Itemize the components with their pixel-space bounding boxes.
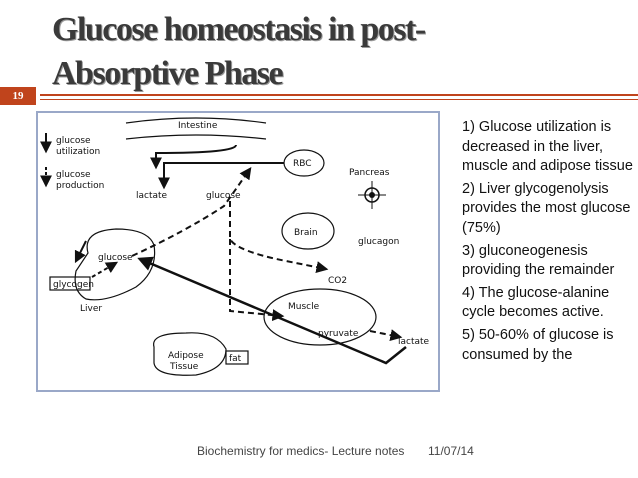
title-divider-thin [40, 99, 638, 100]
legend-production-line2: production [56, 181, 104, 191]
bullet-list: 1) Glucose utilization is decreased in t… [462, 118, 638, 368]
glucose-homeostasis-diagram: glucose utilization glucose production I… [40, 117, 430, 376]
bullet-item: 4) The glucose-alanine cycle becomes act… [462, 284, 610, 321]
glucagon-label: glucagon [358, 237, 399, 247]
title-line-1: Glucose homeostasis in post- [52, 11, 426, 48]
muscle-organ [263, 288, 377, 346]
glycogen-label: glycogen [53, 280, 94, 290]
pancreas-icon [358, 181, 386, 209]
slide-number-badge: 19 [0, 87, 36, 105]
intestine-shape: Intestine [125, 117, 267, 140]
glucose-liver-label: glucose [98, 253, 133, 263]
glycogen-to-glucose-arrow [91, 261, 119, 278]
brain-organ [281, 212, 335, 250]
brain-label: Brain [294, 228, 318, 238]
bullet-item: 3) gluconeogenesis providing the remaind… [462, 242, 615, 279]
legend-production-line1: glucose [56, 170, 91, 180]
liver-organ [74, 228, 156, 301]
footer-course: Biochemistry for medics- Lecture notes [197, 444, 405, 458]
legend-production: glucose production [40, 167, 104, 191]
left-margin-bar [0, 0, 38, 478]
glucose-center-label: glucose [206, 191, 241, 201]
liver-label: Liver [80, 304, 102, 314]
title-line-2: Absorptive Phase [52, 55, 284, 92]
lactate-right-label: lactate [398, 337, 430, 347]
legend-utilization: glucose utilization [40, 133, 100, 157]
pyruvate-to-lactate-arrow [369, 329, 403, 342]
legend-utilization-line1: glucose [56, 136, 91, 146]
slide-title: Glucose homeostasis in post- Absorptive … [52, 8, 612, 96]
diagram-frame [36, 111, 440, 392]
pyruvate-label: pyruvate [318, 329, 359, 339]
glycogen-box [49, 276, 91, 291]
utilization-liver-arrow [74, 240, 87, 264]
adipose-tissue [153, 332, 227, 376]
co2-label: CO2 [328, 276, 347, 286]
muscle-label: Muscle [288, 302, 320, 312]
intestine-to-lactate-arrow [150, 144, 237, 170]
fat-label: fat [229, 354, 242, 364]
adipose-label-line2: Tissue [169, 362, 199, 372]
adipose-label-line1: Adipose [168, 351, 204, 361]
rbc-to-lactate-arrow [158, 162, 284, 190]
liver-to-glucose-rbc-arrow [131, 167, 252, 257]
legend-utilization-line2: utilization [56, 147, 100, 157]
lactate-top-label: lactate [136, 191, 168, 201]
bullet-item: 1) Glucose utilization is decreased in t… [462, 119, 633, 175]
glucose-to-muscle-arrow [229, 239, 285, 322]
lactate-to-liver-arrow [137, 256, 407, 365]
intestine-label: Intestine [178, 121, 218, 131]
title-divider-thick [40, 94, 638, 96]
bullet-item: 5) 50-60% of glucose is consumed by the [462, 326, 614, 363]
fat-box [225, 350, 249, 365]
bullet-item: 2) Liver glycogenolysis provides the mos… [462, 180, 631, 236]
footer-date: 11/07/14 [428, 444, 474, 458]
pancreas-label: Pancreas [349, 168, 390, 178]
rbc-label: RBC [293, 159, 312, 169]
